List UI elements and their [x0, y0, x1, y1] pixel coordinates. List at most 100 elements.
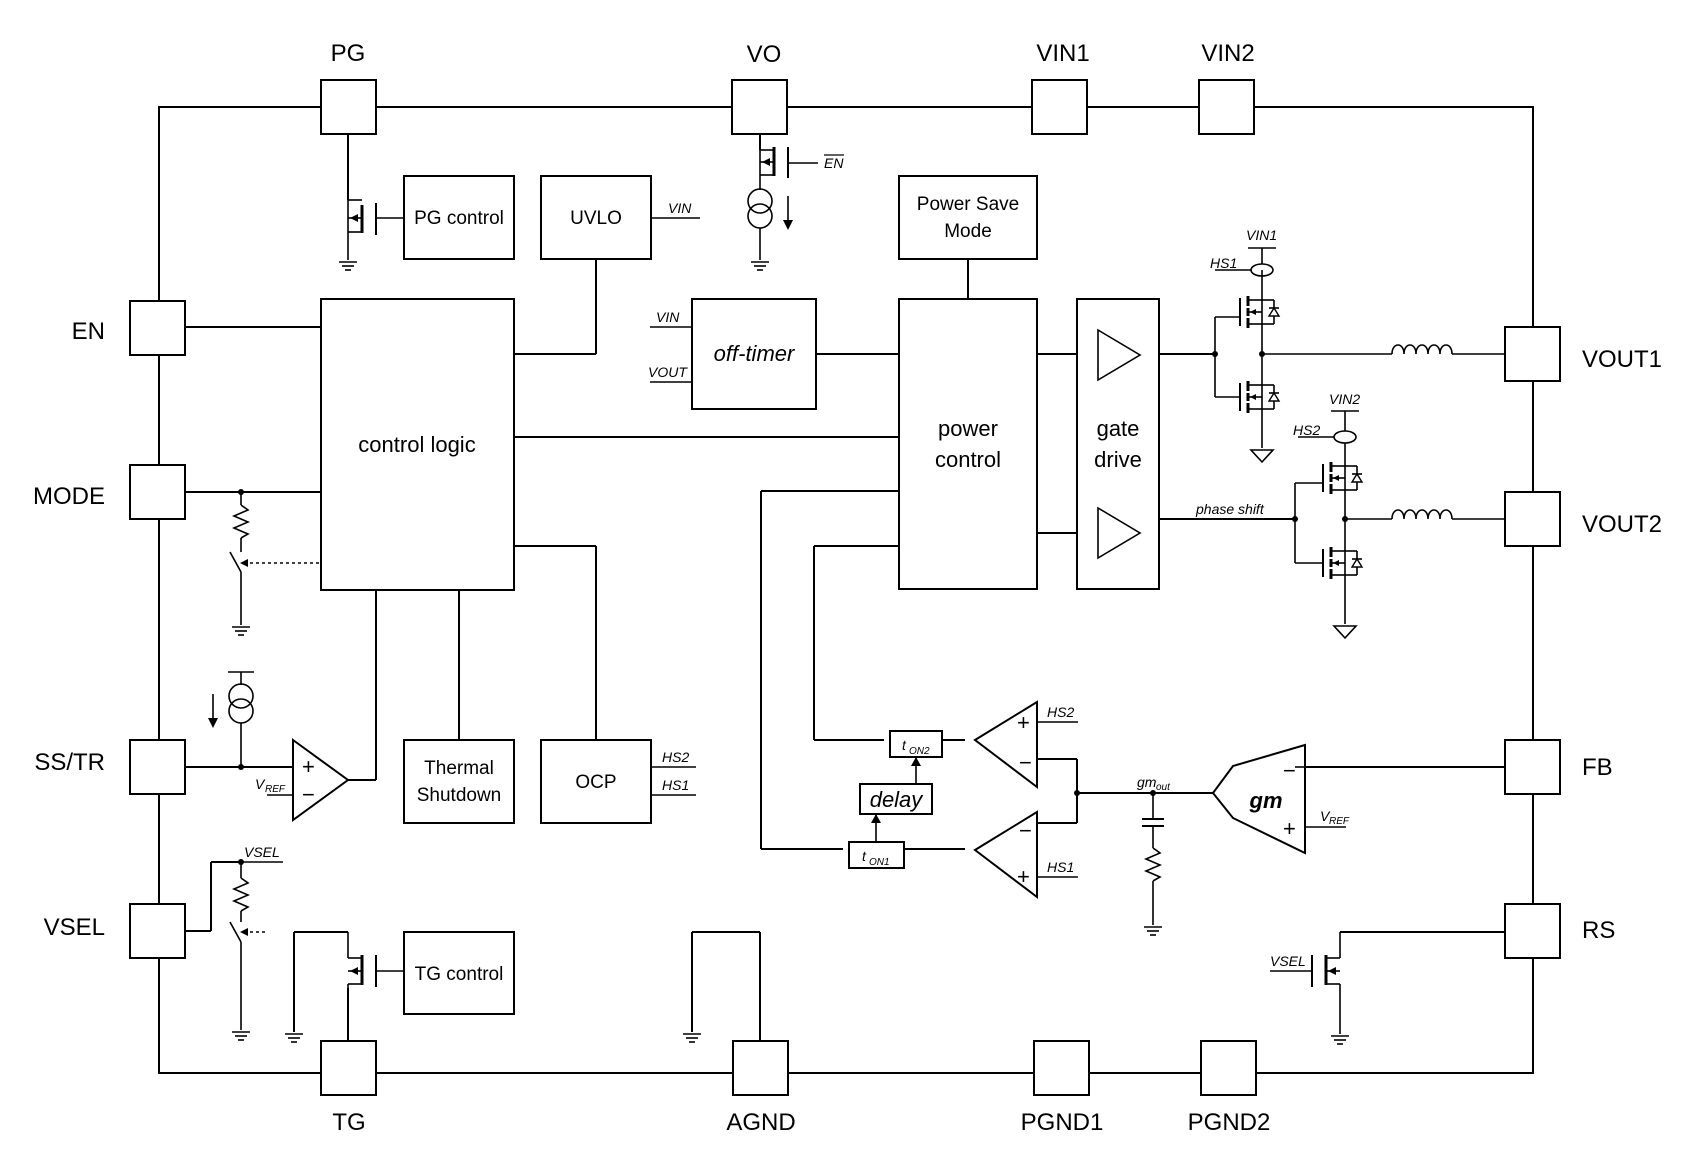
power-stage-1	[1212, 247, 1505, 463]
pin-label-rs: RS	[1582, 917, 1615, 944]
comp-ton1-plus: +	[1017, 864, 1030, 889]
uvlo-vin-label: VIN	[668, 200, 692, 216]
gm-rc-network	[1074, 790, 1164, 936]
pg-mosfet	[338, 199, 404, 271]
pin-mode-square	[129, 464, 186, 520]
hs2-top-label: HS2	[1293, 422, 1320, 438]
pin-label-agnd: AGND	[726, 1109, 795, 1136]
gate-drive-block	[1076, 298, 1160, 590]
ss-vref-label: V	[255, 776, 266, 792]
pg-control-block	[403, 175, 515, 260]
delay-block	[859, 783, 933, 815]
pin-vout2-square	[1504, 491, 1561, 547]
pin-agnd-square	[732, 1040, 789, 1096]
off-timer-vin-label: VIN	[656, 309, 680, 325]
ton2-t: t	[902, 737, 907, 753]
chip-outline	[158, 106, 1534, 1074]
tg-mosfet	[284, 932, 702, 1043]
power-control-label-2: control	[935, 447, 1001, 472]
mode-pulldown	[229, 489, 321, 636]
pin-label-vout2: VOUT2	[1582, 511, 1662, 538]
gm-plus: +	[1283, 816, 1296, 841]
pin-vin2-square	[1198, 79, 1255, 135]
en-bar-label: EN	[824, 155, 844, 171]
pin-label-mode: MODE	[33, 483, 105, 510]
gm-minus: −	[1283, 758, 1296, 783]
power-save-label-1: Power Save	[917, 194, 1019, 215]
pin-label-vin2: VIN2	[1201, 40, 1254, 67]
pin-vsel-square	[129, 903, 186, 959]
uvlo-block	[540, 175, 652, 260]
off-timer-block	[691, 298, 817, 410]
off-timer-vout-label: VOUT	[648, 364, 688, 380]
pin-label-sstr: SS/TR	[34, 749, 105, 776]
pg-control-label: PG control	[414, 208, 504, 229]
power-control-block	[898, 298, 1038, 590]
rs-mosfet	[1270, 932, 1350, 1045]
pin-pgnd1-square	[1033, 1040, 1090, 1096]
pin-label-pg: PG	[331, 40, 366, 67]
pin-label-en: EN	[72, 318, 105, 345]
control-logic-label: control logic	[358, 432, 475, 457]
pin-label-vin1: VIN1	[1036, 40, 1089, 67]
tg-control-label: TG control	[415, 964, 504, 985]
pin-sstr-square	[129, 739, 186, 795]
pin-rs-square	[1504, 903, 1561, 959]
comp-ton1-minus: −	[1019, 818, 1032, 843]
pin-label-vsel: VSEL	[44, 914, 105, 941]
pin-fb-square	[1504, 739, 1561, 795]
gm-vref-label: V	[1320, 808, 1331, 824]
power-save-label-2: Mode	[944, 221, 992, 242]
pin-vo-square	[731, 79, 788, 135]
power-stage-2	[1292, 410, 1505, 639]
gm-label: gm	[1249, 788, 1283, 813]
ton1-t: t	[862, 848, 867, 864]
vsel-label: VSEL	[244, 844, 280, 860]
gate-drive-label-1: gate	[1097, 416, 1140, 441]
gate-drive-buffer-bottom	[1097, 506, 1142, 560]
vin1-label: VIN1	[1246, 227, 1277, 243]
power-save-block	[898, 175, 1038, 260]
pin-en-square	[129, 300, 186, 356]
gate-drive-label-2: drive	[1094, 447, 1142, 472]
pin-pg-square	[320, 79, 377, 135]
pin-pgnd2-square	[1200, 1040, 1257, 1096]
pin-vin1-square	[1031, 79, 1088, 135]
pin-label-vo: VO	[747, 41, 782, 68]
delay-label: delay	[870, 787, 925, 812]
pin-label-tg: TG	[332, 1109, 365, 1136]
thermal-shutdown-block	[403, 739, 515, 824]
pin-vout1-square	[1504, 326, 1561, 382]
thermal-shutdown-label-1: Thermal	[424, 758, 494, 779]
pin-squares	[129, 79, 1561, 1096]
gmout-sub: out	[1156, 782, 1171, 793]
comp-ton1-hs1-label: HS1	[1047, 859, 1074, 875]
pin-label-fb: FB	[1582, 754, 1613, 781]
comp-ton2	[973, 700, 1038, 790]
ss-comparator	[292, 738, 350, 822]
vin2-label: VIN2	[1329, 391, 1360, 407]
delay-to-ton2-arrow	[911, 757, 921, 766]
uvlo-label: UVLO	[570, 208, 622, 229]
ton1-sub: ON1	[869, 857, 890, 868]
ocp-label: OCP	[575, 772, 616, 793]
gate-drive-buffer-top	[1097, 328, 1142, 382]
comp-ton2-plus: +	[1017, 710, 1030, 735]
hs1-top-label: HS1	[1210, 255, 1237, 271]
gm-amplifier	[1211, 743, 1306, 855]
pin-label-pgnd2: PGND2	[1188, 1109, 1271, 1136]
vsel-pullup	[229, 859, 283, 1041]
control-logic-block	[320, 298, 515, 591]
comp-ton2-hs2-label: HS2	[1047, 704, 1074, 720]
comp-ton1	[973, 810, 1038, 900]
ton2-sub: ON2	[909, 746, 930, 757]
off-timer-label: off-timer	[714, 341, 796, 366]
wires	[185, 134, 1505, 1041]
pin-label-pgnd1: PGND1	[1021, 1109, 1104, 1136]
comp-ton2-minus: −	[1019, 750, 1032, 775]
ss-comp-minus: −	[302, 782, 315, 807]
gm-vref-sub: REF	[1329, 816, 1350, 827]
ton1-to-delay-arrow	[871, 814, 881, 823]
gmout-label: gm	[1137, 774, 1157, 790]
